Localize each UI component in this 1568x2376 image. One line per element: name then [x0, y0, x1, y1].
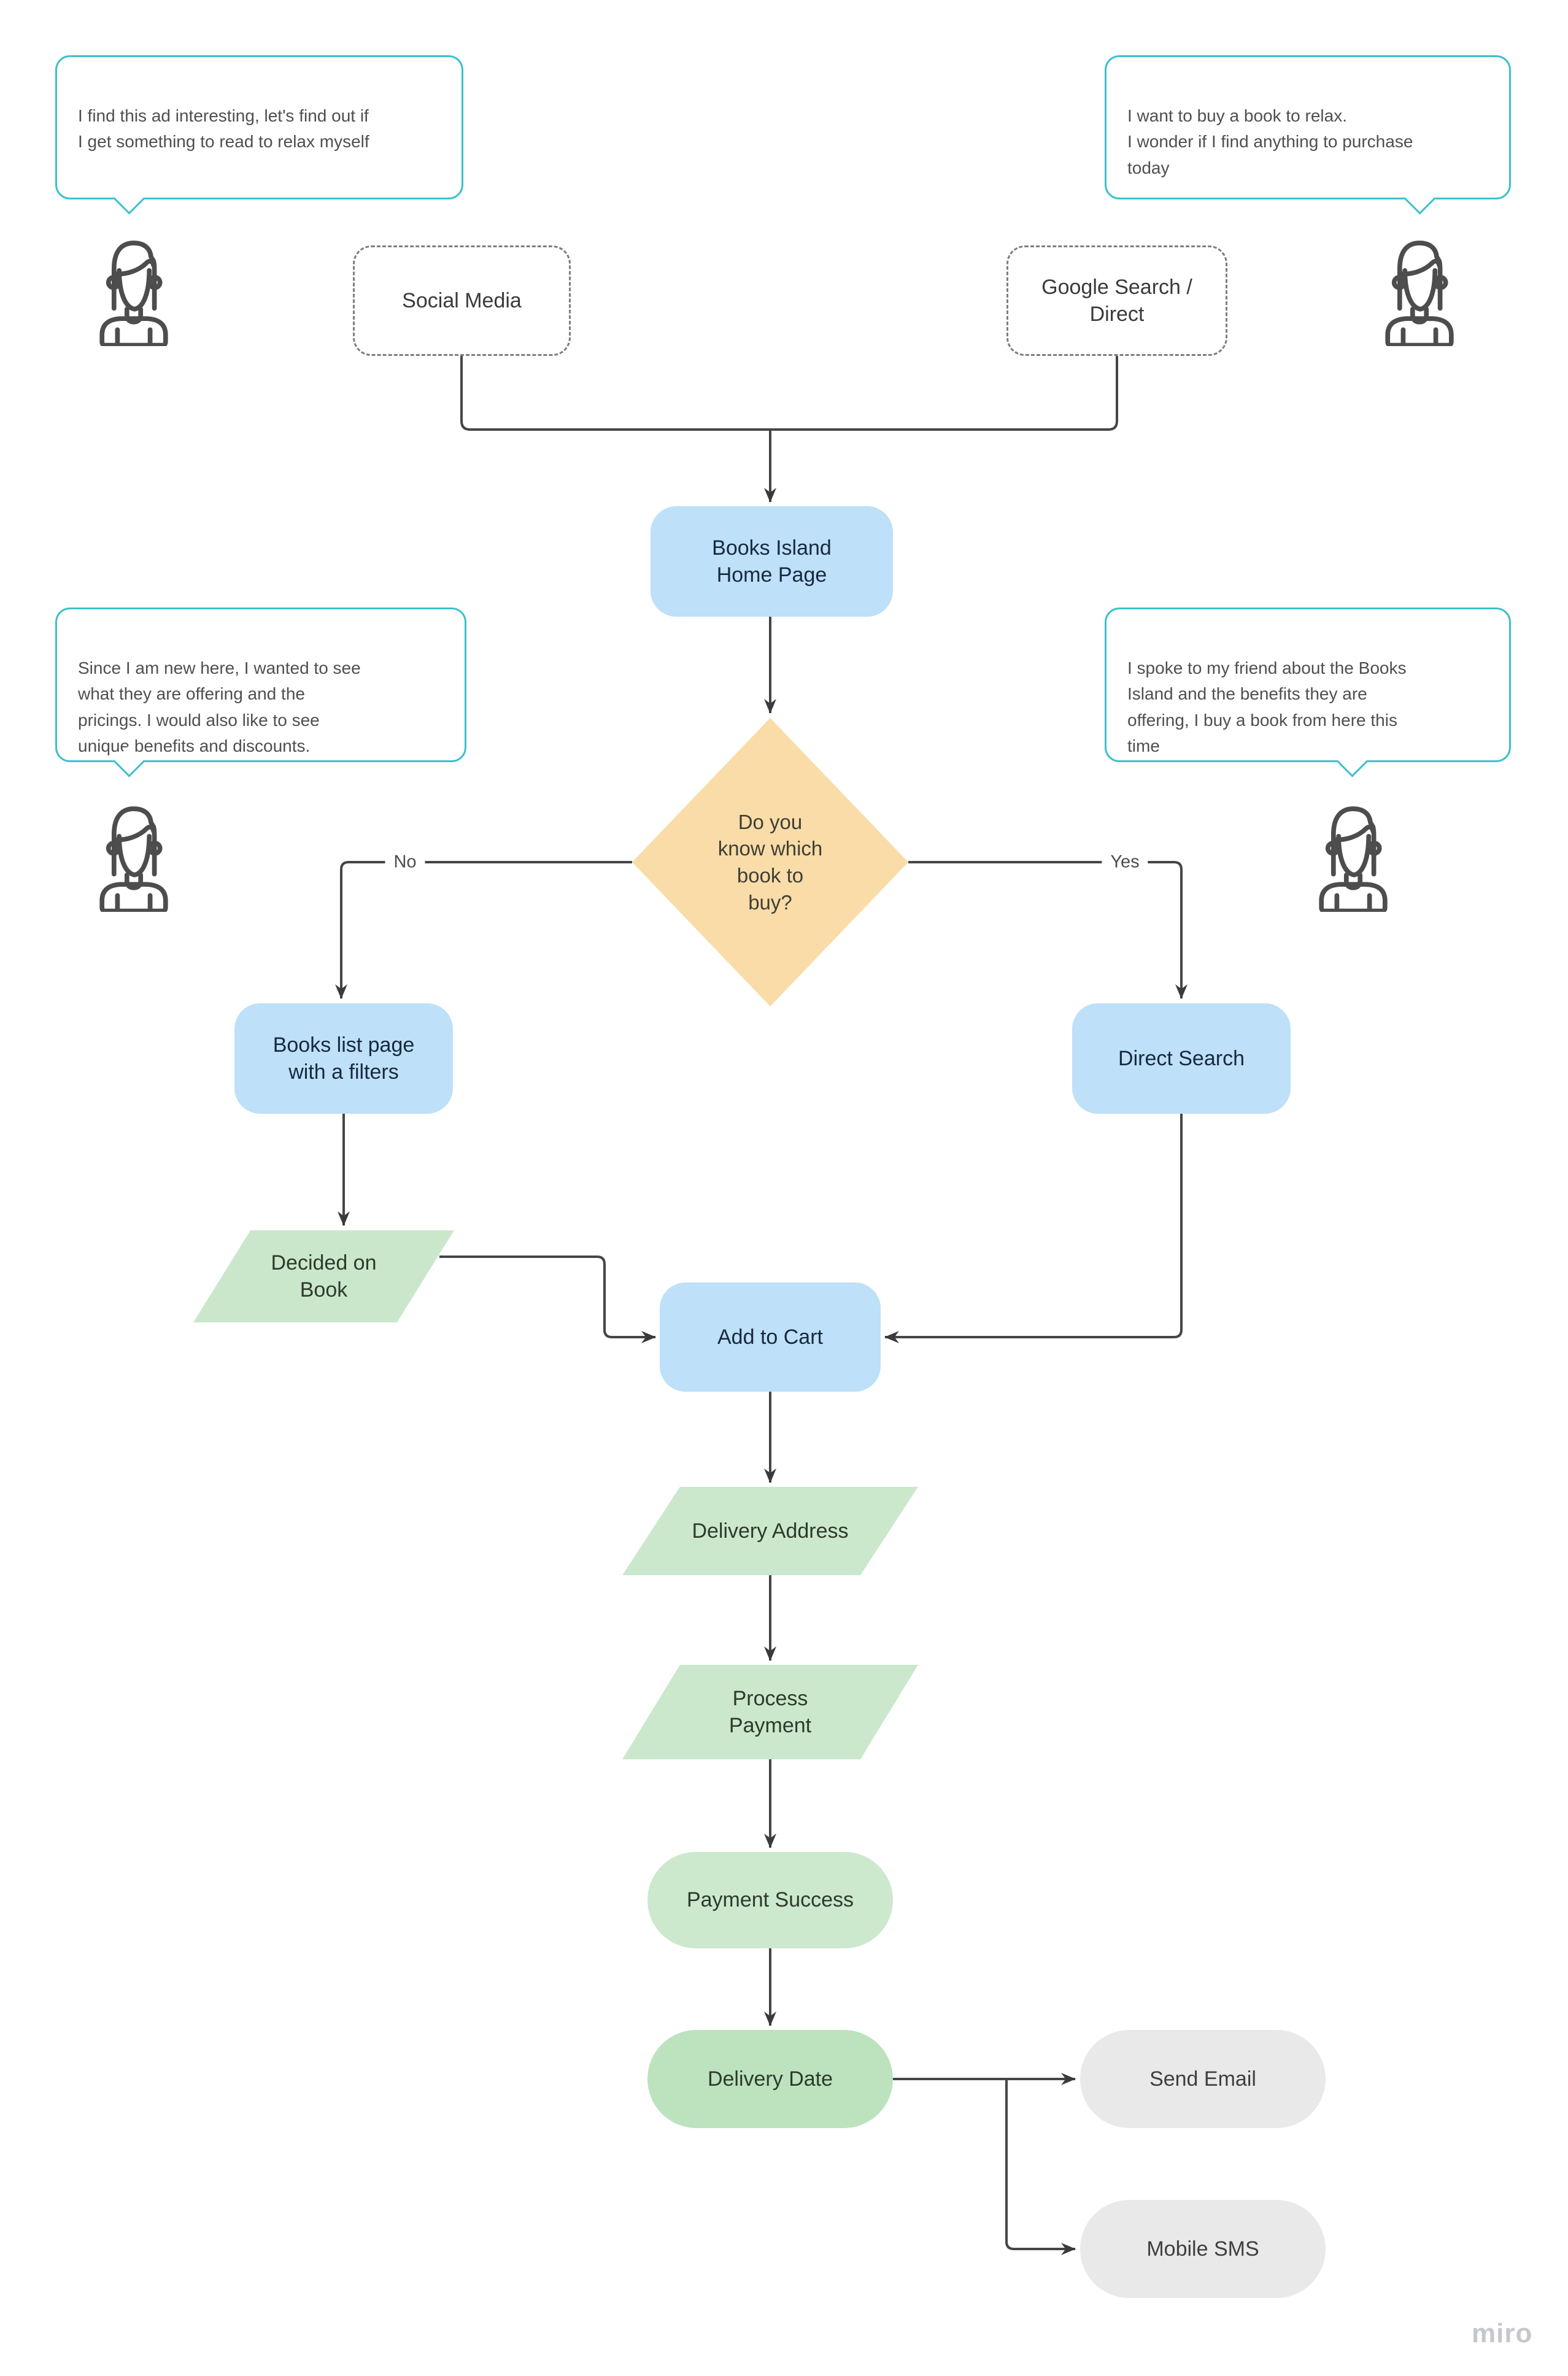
node-label: Add to Cart	[717, 1325, 823, 1349]
edge-label-no: No	[385, 852, 425, 873]
node-process-payment[interactable]: Process Payment	[622, 1665, 918, 1759]
node-label: Google Search / Direct	[1041, 275, 1192, 326]
node-label: Do you know which book to buy?	[717, 810, 823, 914]
node-delivery-address[interactable]: Delivery Address	[622, 1487, 918, 1575]
node-label: Delivery Date	[707, 2067, 833, 2091]
speech-bubble-top-left[interactable]: I find this ad interesting, let's find o…	[55, 55, 463, 215]
connector-decided-to-cart	[439, 1256, 656, 1343]
speech-bubble-mid-left[interactable]: Since I am new here, I wanted to see wha…	[55, 608, 466, 777]
miro-watermark: miro	[1472, 2318, 1533, 2348]
node-label: Payment Success	[686, 1888, 854, 1912]
node-mobile-sms[interactable]: Mobile SMS	[1080, 2200, 1326, 2298]
node-send-email[interactable]: Send Email	[1080, 2030, 1326, 2128]
node-home-page[interactable]: Books Island Home Page	[651, 506, 893, 617]
connector-no-branch	[335, 861, 632, 999]
node-label: Social Media	[402, 288, 522, 312]
node-label: Delivery Address	[692, 1519, 849, 1543]
speech-bubble-text: I want to buy a book to relax. I wonder …	[1127, 106, 1413, 177]
node-delivery-date[interactable]: Delivery Date	[647, 2030, 893, 2128]
node-add-to-cart[interactable]: Add to Cart	[660, 1282, 881, 1392]
persona-icon[interactable]	[91, 226, 177, 346]
node-label: Books list page with a filters	[272, 1033, 415, 1084]
persona-icon[interactable]	[91, 792, 177, 912]
persona-icon[interactable]	[1377, 226, 1462, 346]
connector-date-to-sms	[1005, 2079, 1076, 2255]
connector-directsearch-to-cart	[884, 1114, 1183, 1343]
node-books-list-page[interactable]: Books list page with a filters	[234, 1003, 453, 1114]
node-label: Decided on Book	[271, 1251, 377, 1302]
speech-bubble-mid-right[interactable]: I spoke to my friend about the Books Isl…	[1105, 608, 1511, 777]
node-social-media[interactable]: Social Media	[353, 245, 571, 356]
speech-bubble-text: Since I am new here, I wanted to see wha…	[78, 658, 361, 756]
speech-bubble-text: I find this ad interesting, let's find o…	[78, 106, 369, 152]
speech-bubble-top-right[interactable]: I want to buy a book to relax. I wonder …	[1105, 55, 1511, 215]
speech-bubble-text: I spoke to my friend about the Books Isl…	[1127, 658, 1407, 756]
connector-yes-branch	[908, 861, 1188, 999]
node-label: Direct Search	[1118, 1046, 1245, 1070]
node-label: Mobile SMS	[1146, 2237, 1259, 2261]
node-label: Send Email	[1149, 2067, 1256, 2091]
persona-icon[interactable]	[1310, 792, 1396, 912]
node-google-search-direct[interactable]: Google Search / Direct	[1006, 245, 1227, 356]
edge-label-yes: Yes	[1102, 852, 1148, 873]
node-direct-search[interactable]: Direct Search	[1072, 1003, 1291, 1114]
connector-sources-merge	[460, 356, 1118, 431]
node-payment-success[interactable]: Payment Success	[647, 1852, 893, 1948]
node-label: Process Payment	[728, 1686, 812, 1737]
node-label: Books Island Home Page	[712, 536, 832, 587]
